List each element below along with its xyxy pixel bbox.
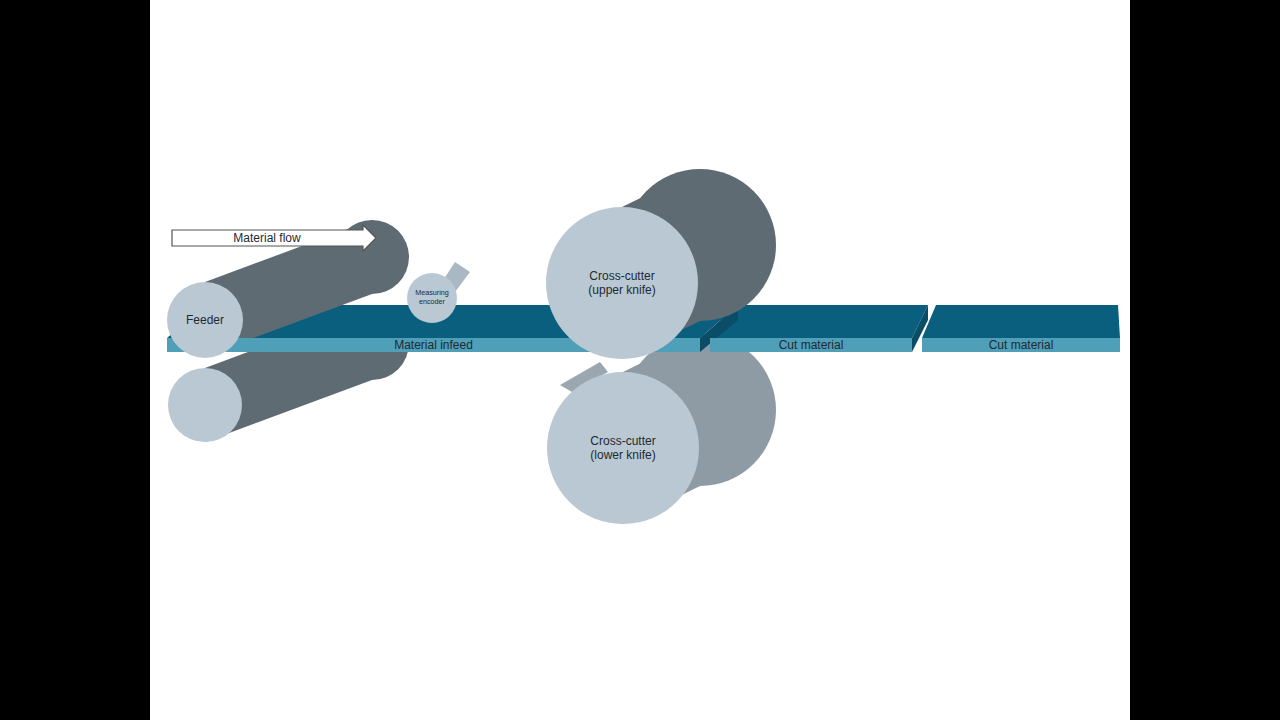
cut-band: Cut material: [710, 338, 912, 352]
flow-arrow: Material flow: [171, 224, 377, 252]
node-label: Cut material: [989, 338, 1054, 352]
node-label: Material infeed: [394, 338, 473, 352]
node-label: Feeder: [186, 313, 224, 327]
knife-roller: Cross-cutter (lower knife): [547, 372, 699, 524]
knife-roller: Cross-cutter (upper knife): [546, 207, 698, 359]
cut-band: Cut material: [922, 338, 1120, 352]
node-label: Measuring encoder: [409, 289, 455, 306]
node-label: Cross-cutter (upper knife): [572, 269, 672, 298]
node-label: Cut material: [779, 338, 844, 352]
feeder-roller: Feeder: [167, 282, 243, 358]
encoder-wheel: Measuring encoder: [407, 273, 457, 323]
node-label: Cross-cutter (lower knife): [573, 434, 673, 463]
node-label: Material flow: [233, 231, 300, 245]
